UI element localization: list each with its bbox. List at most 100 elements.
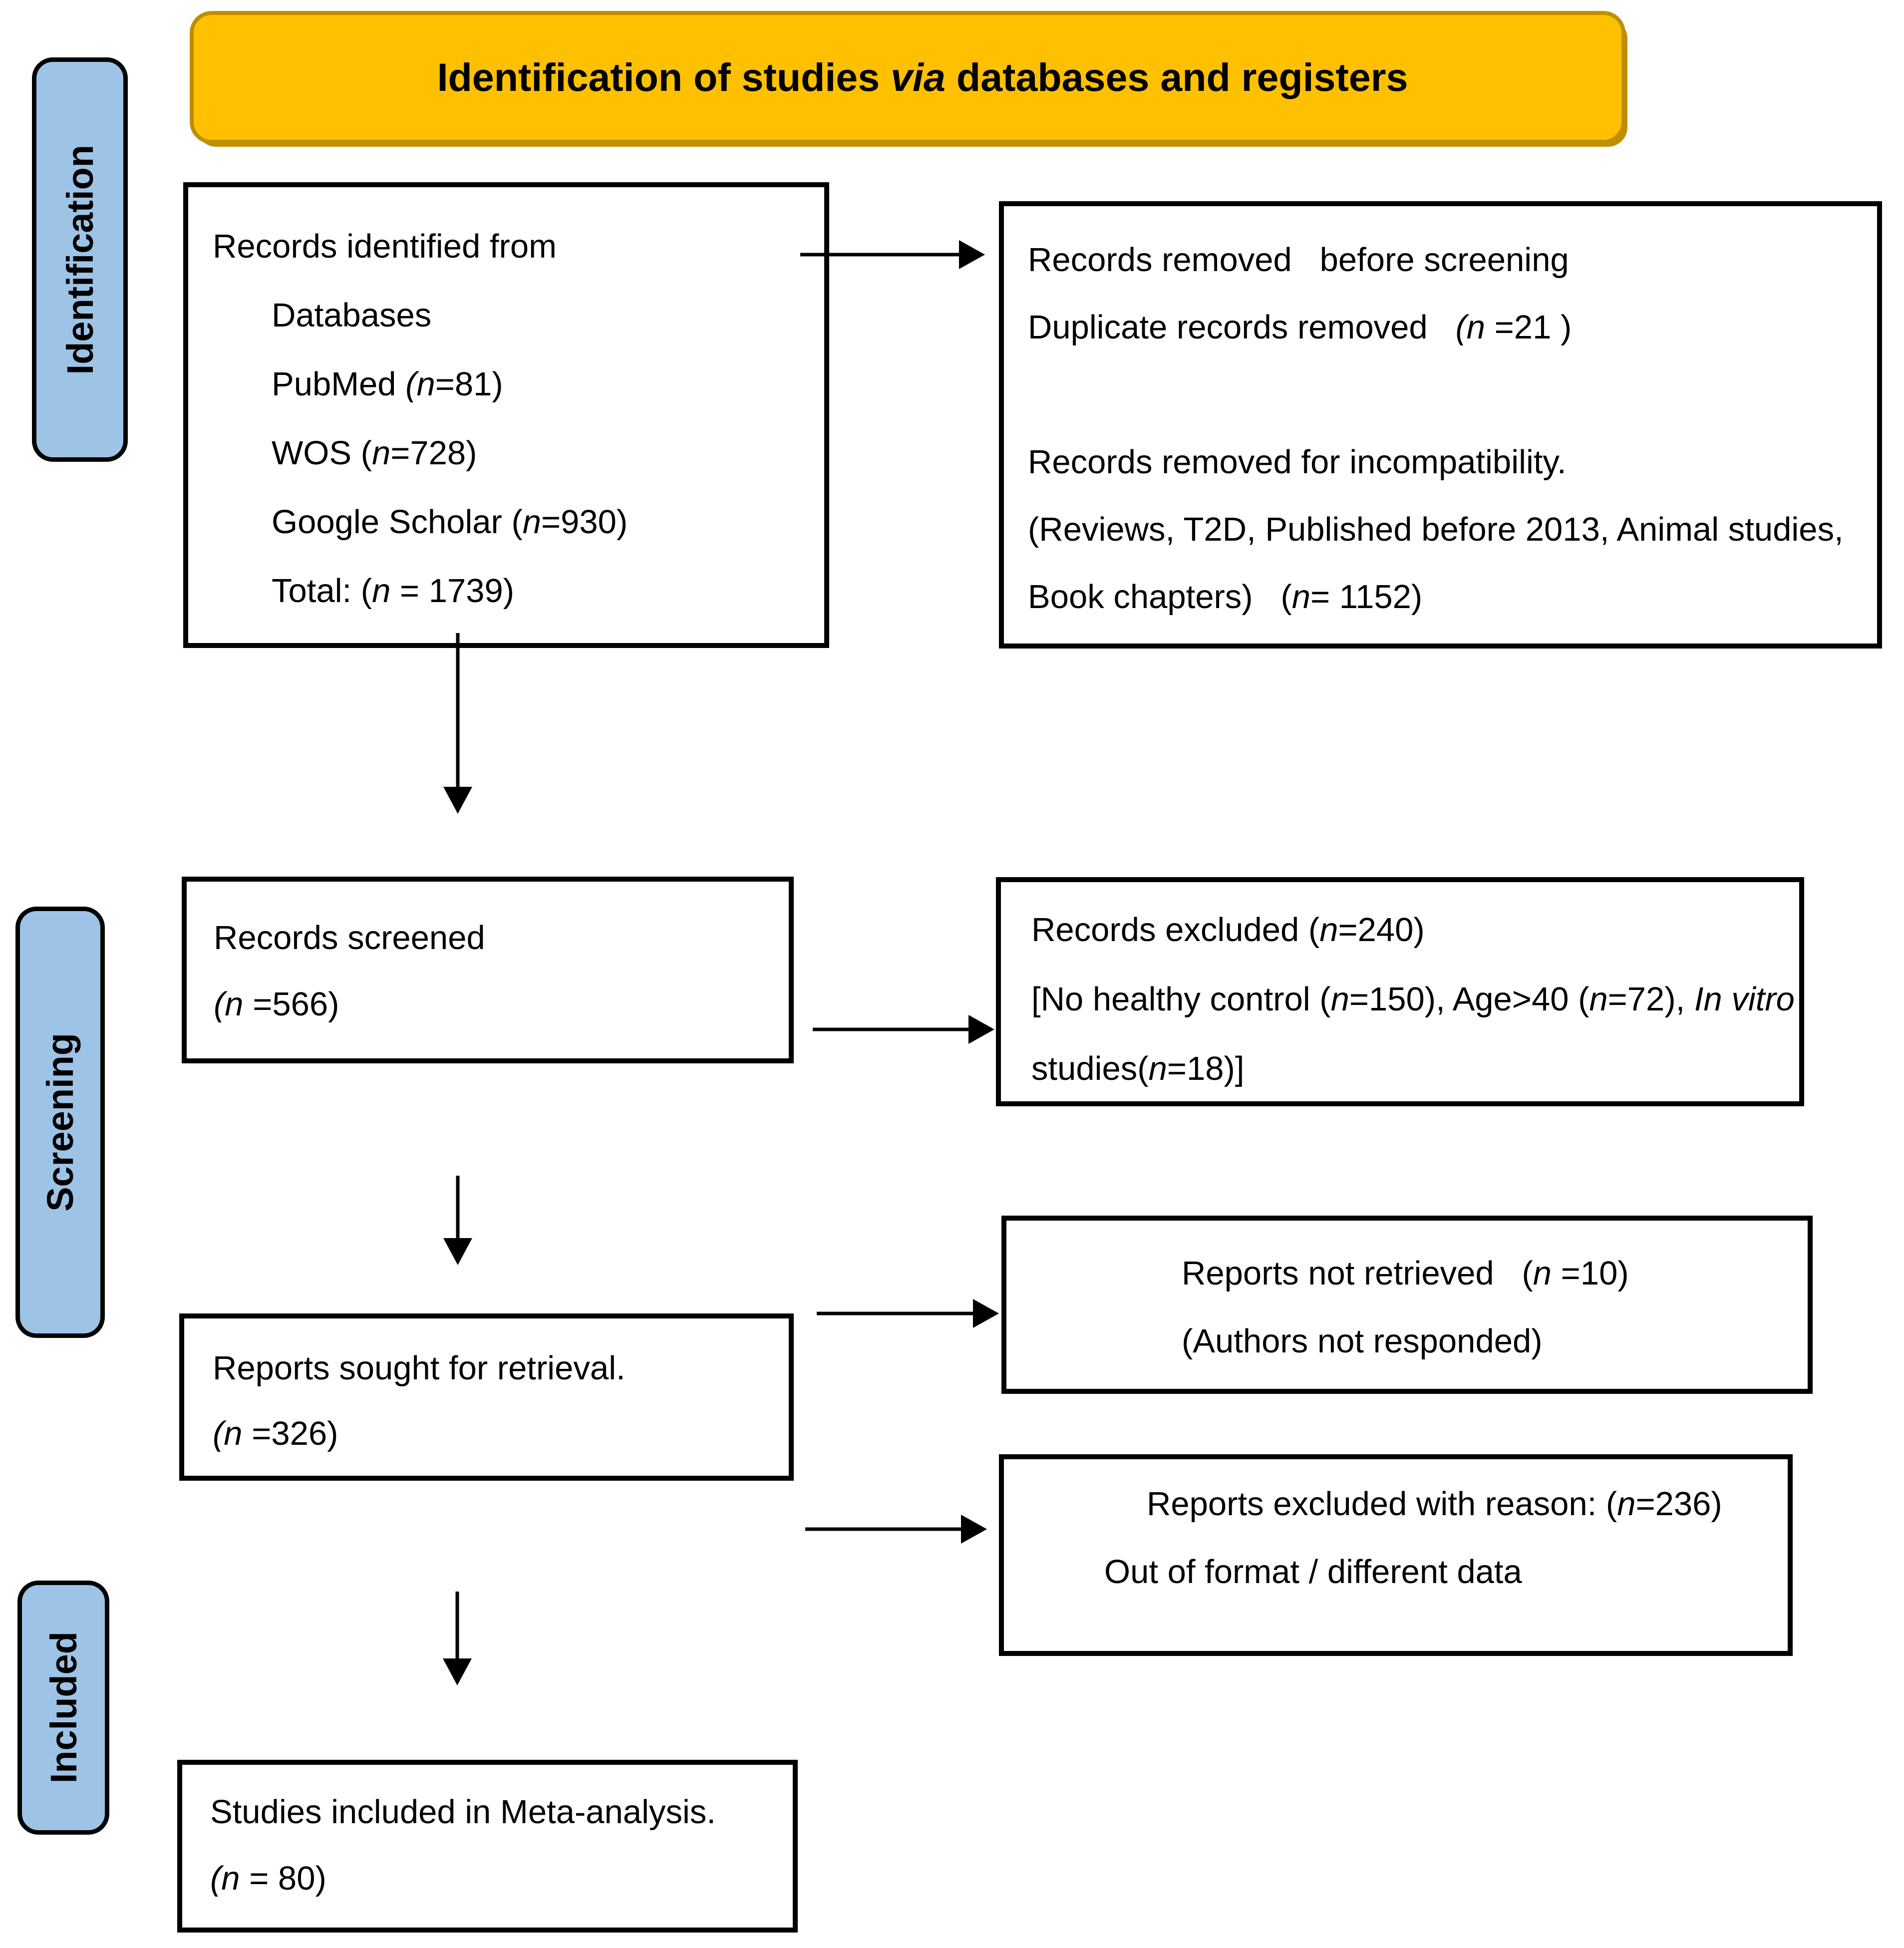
italic-text-run: n xyxy=(1533,1255,1552,1292)
text-run: Reports sought for retrieval. xyxy=(213,1349,626,1387)
text-run: =728) xyxy=(390,434,477,472)
text-run: Total: ( xyxy=(272,572,372,610)
text-run: =18)] xyxy=(1167,1050,1245,1087)
stage-label-screening: Screening xyxy=(15,907,105,1338)
italic-text-run: n xyxy=(522,503,542,541)
text-run: =236) xyxy=(1635,1485,1722,1523)
arrow-head xyxy=(443,1658,472,1685)
text-line: Book chapters) (n= 1152) xyxy=(1028,563,1867,631)
text-line: (n =326) xyxy=(213,1401,779,1466)
text-line: Records screened xyxy=(214,905,779,971)
stage-label-identification: Identification xyxy=(32,57,128,462)
text-run: (Reviews, T2D, Published before 2013, An… xyxy=(1028,511,1844,548)
studies-included-box: Studies included in Meta-analysis. (n = 8… xyxy=(177,1760,798,1933)
text-run: =326) xyxy=(242,1415,338,1452)
text-run: Records identified from xyxy=(213,228,557,265)
text-run: Out of format / different data xyxy=(1104,1553,1522,1591)
text-run: =21 ) xyxy=(1485,309,1572,346)
italic-text-run: n xyxy=(1291,578,1311,616)
text-run: [No healthy control ( xyxy=(1031,980,1331,1018)
text-line: PubMed (n=81) xyxy=(213,350,814,419)
reports-sought-box: Reports sought for retrieval. (n =326) xyxy=(179,1313,794,1481)
arrow-head xyxy=(961,1515,987,1544)
text-line: Total: (n = 1739) xyxy=(213,557,814,626)
italic-text-run: n xyxy=(1589,980,1608,1018)
records-excluded-box: Records excluded (n=240)[No healthy cont… xyxy=(996,877,1804,1106)
italic-text-run: n xyxy=(372,572,391,610)
text-run: Reports excluded with reason: ( xyxy=(1147,1485,1617,1523)
italic-text-run: n xyxy=(1330,980,1349,1018)
italic-text-run: n xyxy=(1319,911,1338,949)
diagram-title: Identification of studies via databases … xyxy=(437,54,1408,100)
text-run: (Authors not responded) xyxy=(1182,1322,1543,1360)
italic-text-run: (n xyxy=(1455,309,1486,346)
text-run: =240) xyxy=(1338,911,1425,949)
text-line: Duplicate records removed (n =21 ) xyxy=(1028,294,1867,361)
text-line: (n =566) xyxy=(214,971,779,1037)
italic-text-run: n xyxy=(1617,1485,1636,1523)
records-screened-box: Records screened (n =566) xyxy=(182,877,794,1063)
text-line: Reports not retrieved (n =10) xyxy=(1182,1240,1798,1307)
text-run: Studies included in Meta-analysis. xyxy=(210,1793,716,1831)
text-line: studies(n=18)] xyxy=(1031,1034,1789,1103)
arrow-sought-to-reasons xyxy=(805,1515,987,1544)
text-line: Out of format / different data xyxy=(1004,1538,1778,1606)
text-line: Records removed for incompatibility. xyxy=(1028,428,1867,496)
text-run: =81) xyxy=(435,365,503,403)
arrow-screened-to-sought xyxy=(443,1176,472,1265)
text-run: = 80) xyxy=(240,1860,326,1897)
text-run: =566) xyxy=(243,985,339,1023)
text-line: Studies included in Meta-analysis. xyxy=(210,1779,783,1845)
text-run: = 1739) xyxy=(390,572,515,610)
title-prefix: Identification of studies xyxy=(437,55,891,99)
text-run: = 1152) xyxy=(1310,578,1423,616)
italic-text-run: (n xyxy=(405,365,435,403)
stage-label-included: Included xyxy=(17,1581,109,1835)
text-line: Reports excluded with reason: (n=236) xyxy=(1004,1470,1778,1538)
arrow-head xyxy=(443,787,472,814)
arrow-sought-to-not-retrieved xyxy=(817,1299,999,1328)
text-line: Records removed before screening xyxy=(1028,226,1867,294)
arrow-identified-to-screened xyxy=(443,633,472,814)
arrow-head xyxy=(968,1015,994,1044)
text-run: Google Scholar ( xyxy=(272,503,523,541)
text-line: Google Scholar (n=930) xyxy=(213,488,814,557)
arrow-sought-to-included xyxy=(443,1592,472,1685)
text-run: Duplicate records removed xyxy=(1028,309,1456,346)
reports-not-retrieved-box: Reports not retrieved (n =10)(Authors no… xyxy=(1001,1216,1813,1394)
text-run: WOS ( xyxy=(272,434,372,472)
text-line: WOS (n=728) xyxy=(213,419,814,488)
text-run: PubMed xyxy=(272,365,406,403)
text-line: Databases xyxy=(213,281,814,350)
arrow-identified-to-removed xyxy=(800,240,985,269)
text-run: Reports not retrieved ( xyxy=(1182,1255,1533,1292)
title-suffix: databases and registers xyxy=(945,55,1408,99)
text-line: Reports sought for retrieval. xyxy=(213,1335,779,1401)
italic-text-run: In vitro xyxy=(1694,980,1795,1018)
text-line: (Reviews, T2D, Published before 2013, An… xyxy=(1028,496,1867,563)
text-run: =930) xyxy=(541,503,628,541)
text-run: Records screened xyxy=(214,919,485,957)
text-run: Databases xyxy=(272,297,432,334)
text-line: (Authors not responded) xyxy=(1182,1307,1798,1375)
arrow-head xyxy=(959,240,985,269)
title-emphasis: via xyxy=(891,55,946,99)
arrow-head xyxy=(973,1299,999,1328)
text-run: Records removed for incompatibility. xyxy=(1028,443,1567,481)
arrow-screened-to-excluded xyxy=(813,1015,994,1044)
text-run: =150), Age>40 ( xyxy=(1349,980,1589,1018)
arrow-head xyxy=(443,1238,472,1265)
italic-text-run: n xyxy=(1148,1050,1167,1087)
reports-excluded-box: Reports excluded with reason: (n=236) Out… xyxy=(999,1454,1793,1656)
text-run: Records excluded ( xyxy=(1031,911,1320,949)
text-line: (n = 80) xyxy=(210,1845,783,1912)
text-line: Records identified from xyxy=(213,212,814,281)
text-run: =10) xyxy=(1552,1255,1629,1292)
italic-text-run: n xyxy=(371,434,391,472)
text-run: Book chapters) ( xyxy=(1028,578,1292,616)
italic-text-run: (n xyxy=(214,985,244,1023)
italic-text-run: (n xyxy=(210,1860,240,1897)
